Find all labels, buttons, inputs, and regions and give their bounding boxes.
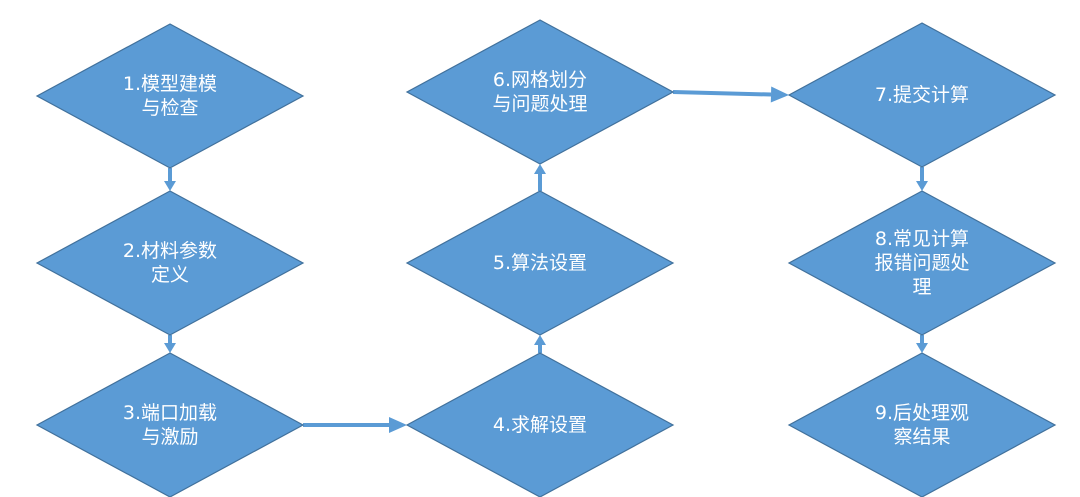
step-label-line: 与激励 <box>141 426 198 448</box>
diamond-shape <box>405 19 675 165</box>
arrowhead <box>534 335 546 345</box>
diamond-shape <box>35 352 305 497</box>
diamond-shape <box>35 190 305 336</box>
step-label-line: 5.算法设置 <box>493 252 587 274</box>
arrowhead <box>164 181 176 191</box>
arrowhead <box>916 343 928 353</box>
step-label-line: 7.提交计算 <box>875 84 969 106</box>
step-label-line: 察结果 <box>893 426 950 448</box>
connector-arrow <box>164 335 176 353</box>
step-label-line: 3.端口加载 <box>123 402 217 424</box>
connector-arrow <box>916 335 928 353</box>
step-label-line: 与检查 <box>141 97 198 119</box>
connector-arrow <box>672 86 789 103</box>
connector-arrow <box>534 335 546 353</box>
step-label-line: 1.模型建模 <box>123 73 217 95</box>
connector-arrow <box>916 167 928 191</box>
connector-arrow <box>534 164 546 191</box>
arrowhead <box>770 86 789 103</box>
connector-line <box>672 90 772 97</box>
step-label-line: 8.常见计算 <box>875 228 969 250</box>
step-label-line: 2.材料参数 <box>123 240 217 262</box>
step-label-line: 6.网格划分 <box>493 69 587 91</box>
diamond-shape <box>405 190 675 336</box>
step-label-line: 与问题处理 <box>492 93 587 115</box>
diamond-shape <box>787 22 1057 168</box>
diamond-shape <box>787 190 1057 336</box>
diamond-shape <box>35 23 305 169</box>
arrowhead <box>916 181 928 191</box>
arrowhead <box>534 164 546 174</box>
diamond-shape <box>405 352 675 497</box>
step-label-line: 9.后处理观 <box>875 402 969 424</box>
step-label-line: 报错问题处 <box>874 252 969 274</box>
connectors <box>164 86 928 433</box>
connector-arrow <box>303 417 407 433</box>
process-step-n5: 5.算法设置 <box>405 190 675 336</box>
process-step-n7: 7.提交计算 <box>787 22 1057 168</box>
step-label-line: 4.求解设置 <box>493 414 587 436</box>
process-step-n4: 4.求解设置 <box>405 352 675 497</box>
step-label-line: 定义 <box>151 264 189 286</box>
connector-arrow <box>164 168 176 191</box>
step-label-line: 理 <box>912 276 931 298</box>
arrowhead <box>164 343 176 353</box>
diamond-shape <box>787 352 1057 497</box>
arrowhead <box>389 417 407 433</box>
